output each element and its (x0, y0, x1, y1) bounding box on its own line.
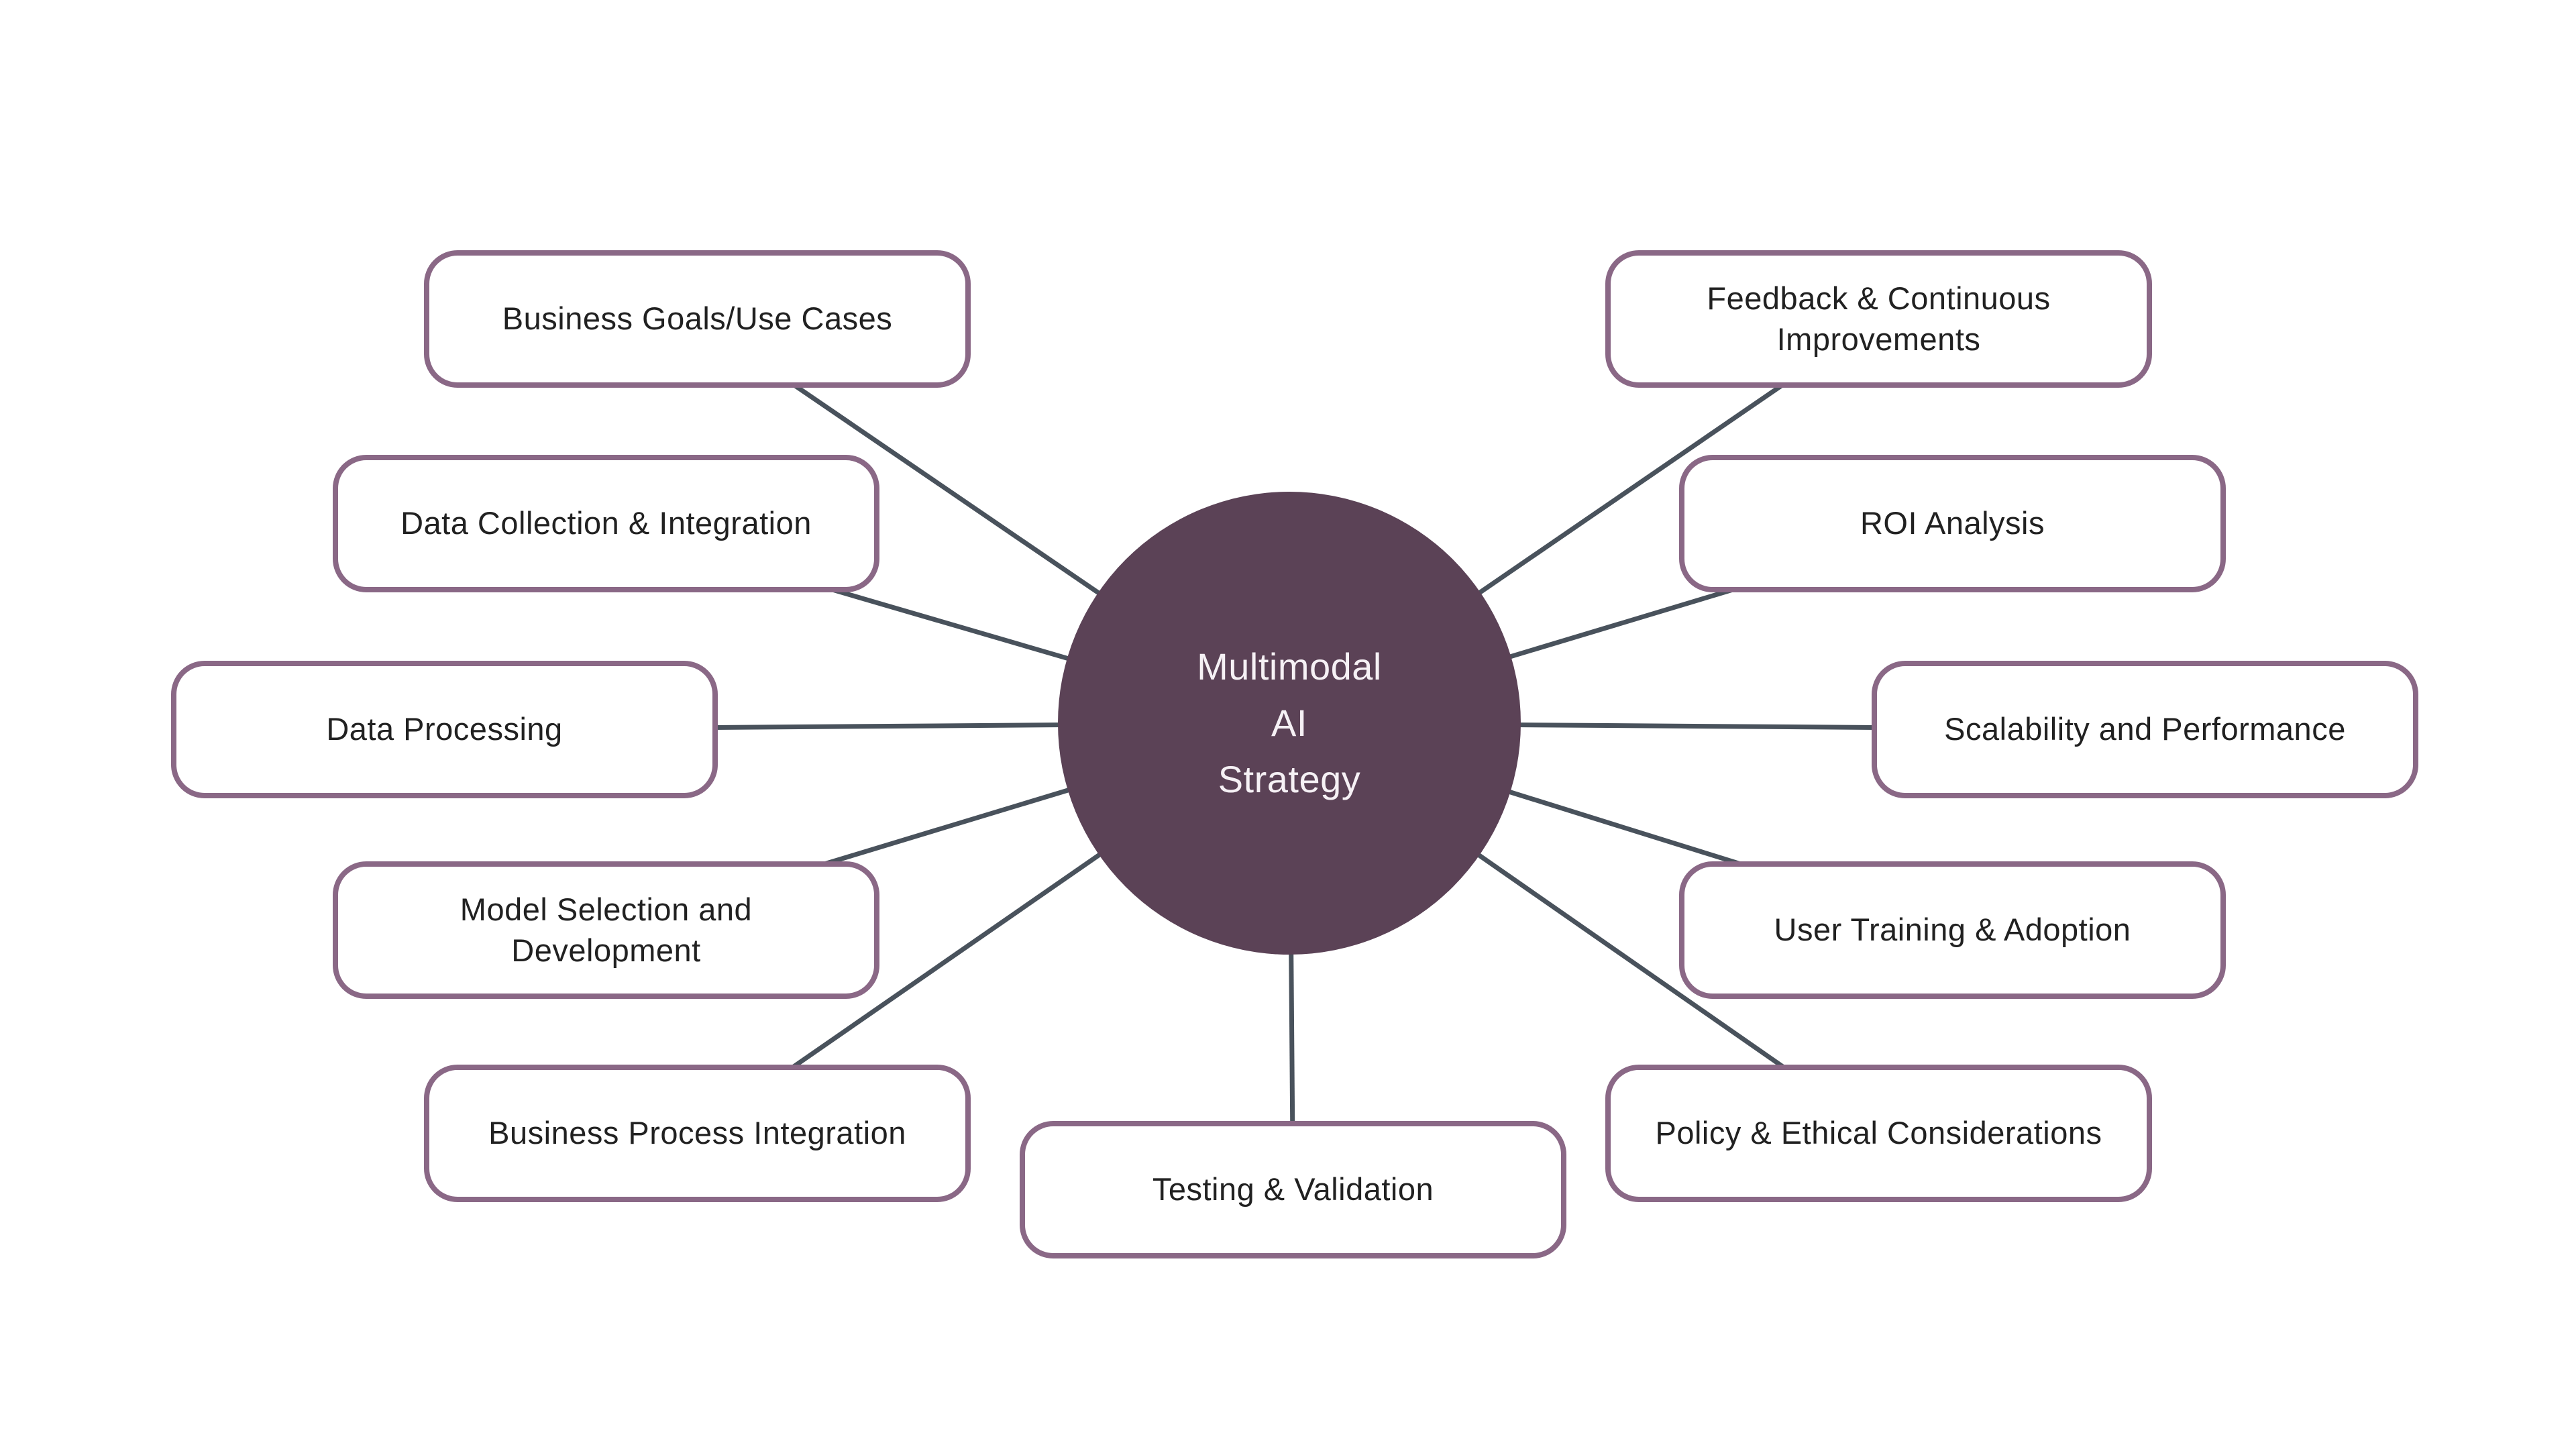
node-feedback-continuous-improvements[interactable]: Feedback & Continuous Improvements (1605, 250, 2152, 388)
center-label-line-2: AI (1271, 702, 1307, 744)
node-testing-validation[interactable]: Testing & Validation (1020, 1121, 1566, 1258)
node-data-processing[interactable]: Data Processing (171, 661, 718, 798)
node-business-goals-use-cases[interactable]: Business Goals/Use Cases (424, 250, 971, 388)
node-model-selection-development[interactable]: Model Selection and Development (333, 861, 879, 999)
center-label-line-1: Multimodal (1197, 645, 1382, 688)
node-data-collection-integration[interactable]: Data Collection & Integration (333, 455, 879, 592)
center-label-line-3: Strategy (1218, 758, 1361, 800)
node-roi-analysis[interactable]: ROI Analysis (1679, 455, 2226, 592)
node-policy-ethical-considerations[interactable]: Policy & Ethical Considerations (1605, 1065, 2152, 1202)
center-node-label: Multimodal AI Strategy (1197, 639, 1382, 808)
node-scalability-performance[interactable]: Scalability and Performance (1872, 661, 2418, 798)
node-business-process-integration[interactable]: Business Process Integration (424, 1065, 971, 1202)
node-user-training-adoption[interactable]: User Training & Adoption (1679, 861, 2226, 999)
center-node-multimodal-ai-strategy[interactable]: Multimodal AI Strategy (1058, 492, 1521, 955)
